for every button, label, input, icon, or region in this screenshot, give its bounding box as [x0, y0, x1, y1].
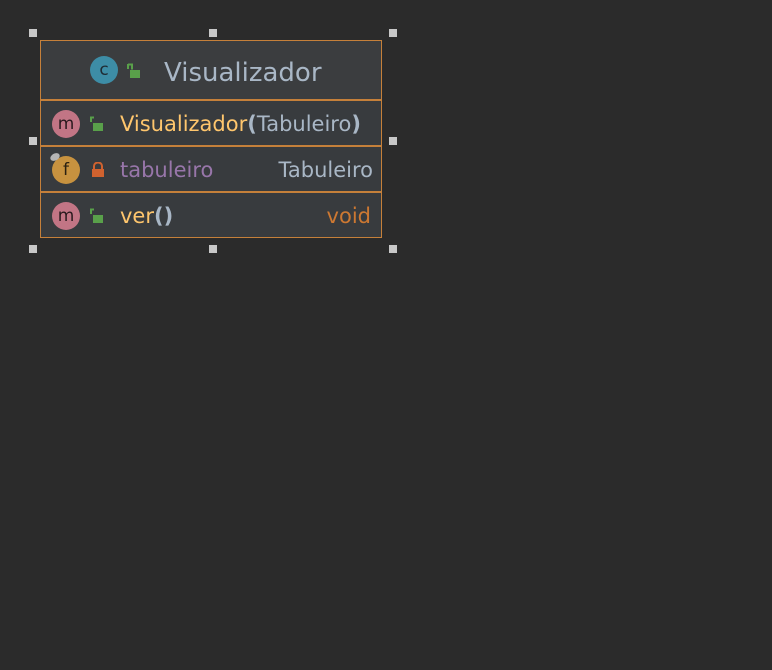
class-name: Visualizador — [164, 58, 322, 88]
field-name: tabuleiro — [120, 158, 214, 182]
method-signature: ver() — [120, 202, 173, 230]
pin-icon — [50, 153, 60, 161]
unlocked-icon — [90, 116, 103, 131]
class-header[interactable]: c Visualizador — [41, 41, 381, 101]
unlocked-icon — [127, 63, 140, 78]
resize-handle-bottom-left[interactable] — [29, 245, 37, 253]
method-icon: m — [52, 202, 80, 230]
constructor-signature: Visualizador(Tabuleiro) — [120, 110, 361, 138]
class-icon: c — [90, 56, 118, 84]
method-kind-letter: m — [57, 206, 75, 226]
field-kind-letter: f — [63, 160, 69, 180]
resize-handle-bottom-right[interactable] — [389, 245, 397, 253]
constructor-param: Tabuleiro — [256, 112, 352, 136]
method-kind-letter: m — [57, 114, 75, 134]
member-row[interactable]: m Visualizador(Tabuleiro) — [41, 101, 381, 147]
method-icon: m — [52, 110, 80, 138]
resize-handle-right[interactable] — [389, 137, 397, 145]
locked-icon — [92, 162, 104, 177]
member-row[interactable]: m ver() void — [41, 193, 381, 237]
field-icon: f — [52, 156, 80, 184]
class-kind-letter: c — [99, 60, 109, 80]
resize-handle-left[interactable] — [29, 137, 37, 145]
resize-handle-top-left[interactable] — [29, 29, 37, 37]
unlocked-icon — [90, 208, 103, 223]
field-type: Tabuleiro — [278, 158, 373, 182]
uml-class-node[interactable]: c Visualizador m Visualizador(Tabuleiro) — [40, 40, 382, 238]
resize-handle-top-right[interactable] — [389, 29, 397, 37]
method-return-type: void — [326, 204, 371, 228]
resize-handle-bottom[interactable] — [209, 245, 217, 253]
method-parens: () — [153, 204, 174, 228]
member-row[interactable]: f tabuleiro Tabuleiro — [41, 147, 381, 193]
resize-handle-top[interactable] — [209, 29, 217, 37]
open-paren: ( — [247, 112, 257, 136]
method-name: ver — [120, 204, 154, 228]
constructor-name: Visualizador — [120, 112, 248, 136]
close-paren: ) — [351, 112, 361, 136]
